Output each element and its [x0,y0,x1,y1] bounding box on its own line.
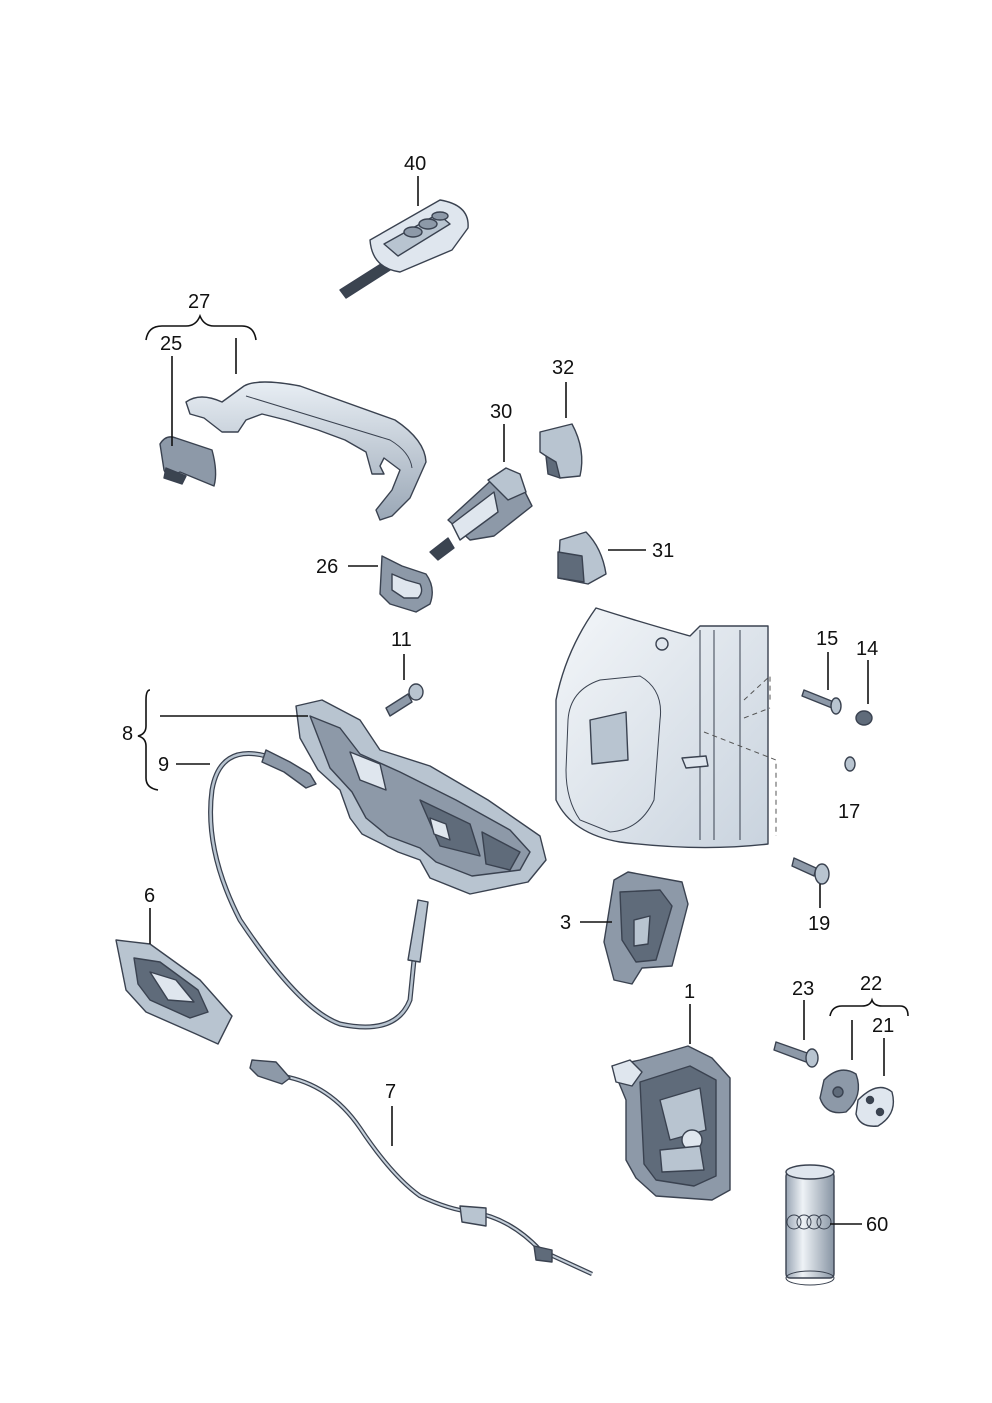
label-23: 23 [792,978,814,1000]
leader-lines [137,176,909,1225]
screw-icon-11 [385,683,424,717]
bowden-cable-icon [208,749,429,1030]
label-7: 7 [385,1081,396,1103]
shim-icon [855,1086,895,1127]
car-key-icon [339,199,469,299]
label-27: 27 [188,291,210,313]
label-6: 6 [144,885,155,907]
door-panel-icon [555,607,777,849]
label-9: 9 [158,754,169,776]
label-15: 15 [816,628,838,650]
washer-icon [844,756,856,772]
label-14: 14 [856,638,878,660]
interior-handle-icon [115,939,233,1045]
label-19: 19 [808,913,830,935]
label-8: 8 [122,723,133,745]
exterior-door-handle-icon [185,381,427,521]
lock-cylinder-icon [429,467,533,561]
cap-icon-14 [855,710,873,726]
bolt-icon-23 [773,1041,819,1068]
label-32: 32 [552,357,574,379]
label-60: 60 [866,1214,888,1236]
door-lock-icon [611,1045,731,1201]
grease-can-icon [785,1164,835,1286]
screw-icon-15 [801,689,842,715]
label-3: 3 [560,912,571,934]
handle-carrier-icon [295,699,547,895]
bolt-icon [791,857,830,885]
label-22: 22 [860,973,882,995]
label-30: 30 [490,401,512,423]
gasket-icon [379,555,433,613]
label-11: 11 [391,629,412,651]
release-cable-icon [249,1059,593,1277]
label-17: 17 [838,801,860,823]
cap-icon-31 [557,531,607,585]
label-1: 1 [684,981,695,1003]
striker-plate-icon [819,1069,860,1114]
handle-cap-icon [159,436,217,487]
label-21: 21 [872,1015,894,1037]
cap-icon-32 [539,423,583,479]
label-26: 26 [316,556,338,578]
label-31: 31 [652,540,674,562]
label-40: 40 [404,153,426,175]
bracket-icon [603,871,689,985]
label-25: 25 [160,333,182,355]
